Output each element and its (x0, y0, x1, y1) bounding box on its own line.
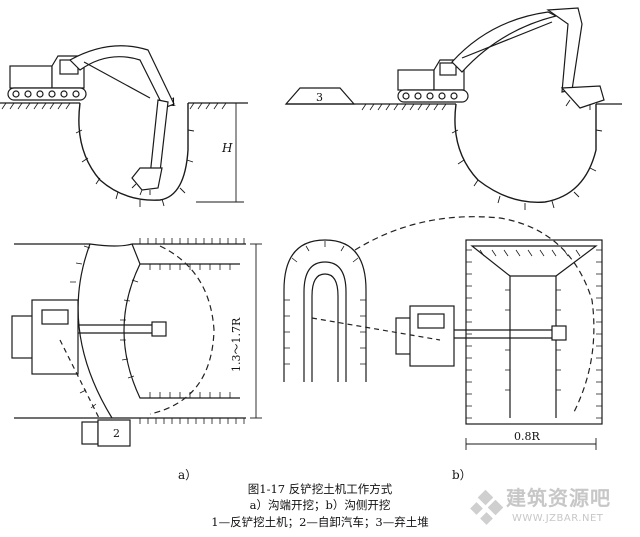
trench-b (465, 239, 603, 425)
callout-excavator-a: 1 (170, 96, 177, 109)
elevation-a: 1 H (0, 45, 248, 207)
elevation-b: 3 (284, 7, 622, 210)
swing-arc-a (149, 245, 215, 415)
u-trench-outer (283, 239, 367, 382)
dimension-height: H (221, 141, 233, 155)
plan-a: 2 1.3～1.7R (11, 238, 262, 447)
callout-spoil-heap: 3 (316, 91, 323, 104)
watermark-logo-icon (470, 489, 504, 525)
figure-legend: 1—反铲挖土机；2—自卸汽车；3—弃土堆 (211, 515, 429, 529)
label-b: b） (452, 468, 472, 482)
excavator-plan-b (395, 305, 567, 367)
swing-arc-b (354, 216, 595, 413)
excavator-plan-a (11, 299, 167, 375)
watermark-url: WWW.JZBAR.NET (512, 513, 604, 524)
dimension-width-range: 1.3～1.7R (230, 317, 243, 372)
pit-b (454, 103, 597, 204)
excavator-b (397, 7, 605, 110)
figure-title: 图1-17 反铲挖土机工作方式 (247, 482, 393, 496)
pit-a (78, 102, 189, 201)
label-a: a） (178, 468, 198, 482)
truck-plan: 2 (81, 419, 131, 447)
callout-truck: 2 (113, 427, 120, 440)
watermark-text: 建筑资源吧 (506, 486, 611, 510)
figure-subtitle: a）沟端开挖；b）沟侧开挖 (249, 498, 391, 512)
plan-b: 0.8R (283, 216, 603, 450)
excavator-a (7, 45, 175, 196)
dimension-offset: 0.8R (514, 430, 540, 443)
